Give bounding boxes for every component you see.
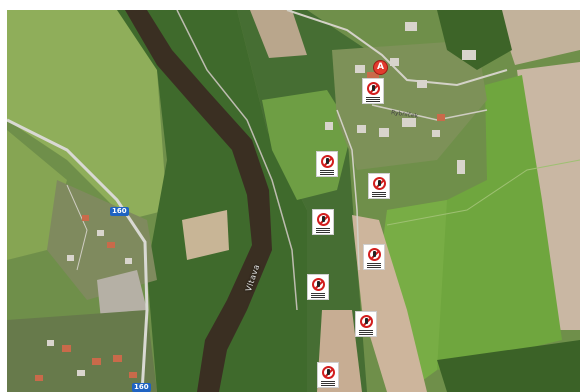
sign-text-line [359,330,373,331]
no-pedestrian-sign [368,173,390,199]
no-pedestrian-sign [355,311,377,337]
sign-text-line [321,381,335,382]
pedestrian-icon [372,85,375,91]
location-marker-a[interactable]: A [373,60,388,75]
pedestrian-icon [317,281,320,287]
sign-text-line [316,232,330,233]
sign-text-line [372,196,386,197]
sign-text-line [321,385,335,386]
pedestrian-icon [327,369,330,375]
no-pedestrian-sign [363,244,385,270]
sign-text-line [359,332,373,333]
sign-text-line [320,172,334,173]
sign-text-line [311,297,325,298]
map-imagery [7,10,580,392]
sign-text-line [367,263,381,264]
pedestrian-icon [365,318,368,324]
sign-text-line [366,97,380,98]
sign-text-line [372,192,386,193]
sign-text-line [372,194,386,195]
sign-text-line [320,170,334,171]
road-shield-160-upper: 160 [110,207,129,216]
sign-text-line [367,267,381,268]
no-pedestrian-sign [317,362,339,388]
no-pedestrian-sign [316,151,338,177]
pedestrian-icon [378,180,381,186]
pedestrian-icon [322,216,325,222]
pedestrian-icon [373,251,376,257]
no-pedestrian-sign [307,274,329,300]
sign-text-line [359,334,373,335]
sign-text-line [311,295,325,296]
sign-text-line [320,174,334,175]
sign-text-line [366,101,380,102]
sign-text-line [316,228,330,229]
sign-text-line [367,265,381,266]
no-pedestrian-sign [362,78,384,104]
pedestrian-icon [326,158,329,164]
satellite-map[interactable]: A Rybníček Vltava 160 160 [7,10,580,392]
road-shield-160-lower: 160 [132,383,151,392]
sign-text-line [311,293,325,294]
sign-text-line [366,99,380,100]
sign-text-line [316,230,330,231]
sign-text-line [321,383,335,384]
no-pedestrian-sign [312,209,334,235]
